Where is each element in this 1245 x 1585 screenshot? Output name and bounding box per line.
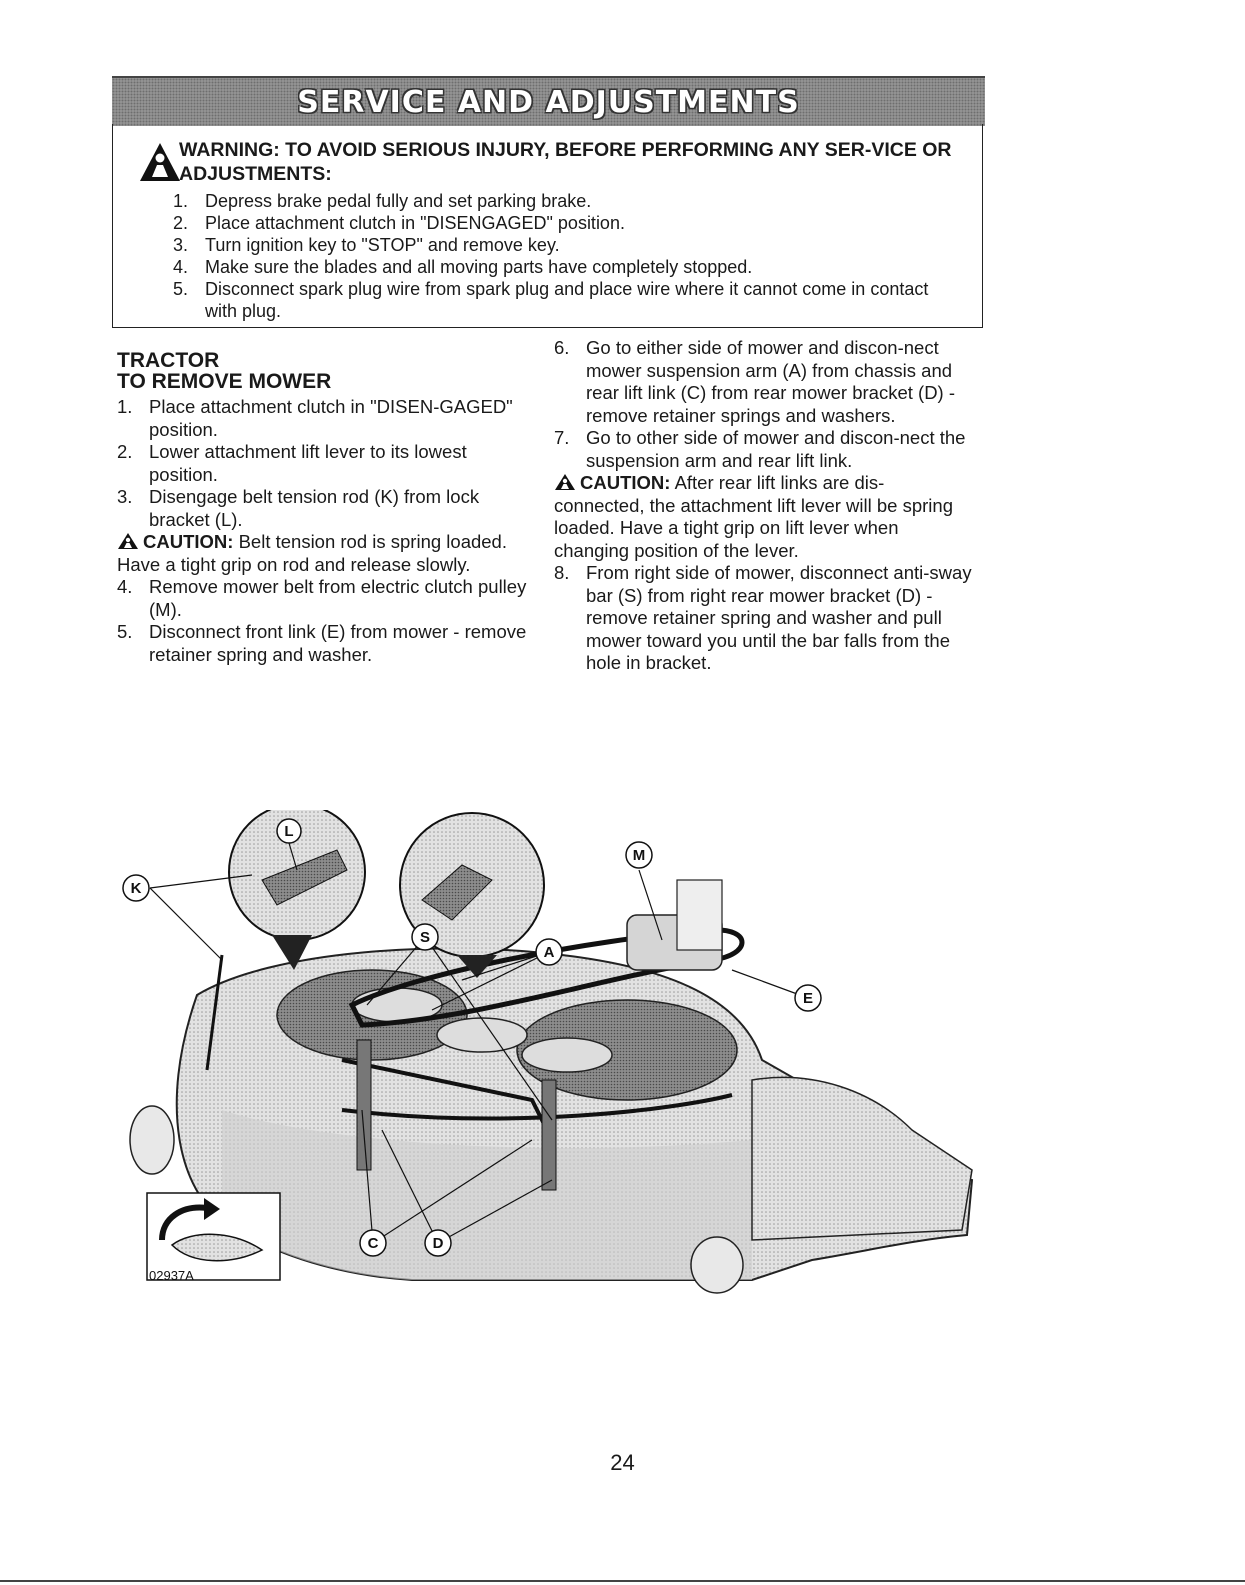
callout-c: C: [359, 1229, 387, 1257]
caution-note: CAUTION: Belt tension rod is spring load…: [117, 531, 507, 575]
clutch-bracket: [676, 879, 723, 951]
svg-text:K: K: [131, 880, 142, 897]
mower-deck-illustration: 02937A K L M A E S: [122, 810, 974, 1294]
instruction-step: 4.Remove mower belt from electric clutch…: [117, 576, 527, 620]
pulley-center: [436, 1017, 528, 1053]
retainer-spring-shape: [170, 1233, 264, 1262]
warning-step: 4.Make sure the blades and all moving pa…: [173, 257, 753, 277]
right-column: 6.Go to either side of mower and discon-…: [554, 337, 974, 675]
svg-text:D: D: [433, 1235, 444, 1252]
wheel-right: [690, 1236, 744, 1294]
callout-a: A: [535, 938, 563, 966]
svg-text:M: M: [633, 847, 646, 864]
left-column: TRACTOR TO REMOVE MOWER 1.Place attachme…: [117, 350, 537, 666]
instruction-step: 3.Disengage belt tension rod (K) from lo…: [117, 486, 480, 530]
wheel-left: [129, 1105, 175, 1175]
instruction-step: 7.Go to other side of mower and discon-n…: [554, 427, 966, 471]
figure-code: 02937A: [149, 1268, 194, 1283]
rear-lift-link-right: [541, 1079, 557, 1191]
warning-triangle-icon: [140, 143, 180, 181]
page-number: 24: [610, 1450, 635, 1475]
rotate-arrow-icon: [159, 1204, 208, 1241]
pulley-right: [521, 1037, 613, 1073]
warning-steps: 1.Depress brake pedal fully and set park…: [173, 190, 963, 322]
callout-k: K: [122, 874, 150, 902]
lock-bracket-shape: [261, 849, 348, 906]
page-bottom-rule: [0, 1580, 1245, 1582]
belt-tension-rod: [205, 954, 224, 1071]
svg-text:L: L: [284, 823, 293, 840]
deck-skirt-shape: [222, 1110, 752, 1280]
suspension-arm-shape: [421, 864, 493, 921]
instruction-step: 6.Go to either side of mower and discon-…: [554, 337, 956, 426]
svg-text:A: A: [544, 944, 555, 961]
callout-s: S: [411, 923, 439, 951]
blade-housing-right: [516, 999, 738, 1101]
warning-step: 3.Turn ignition key to "STOP" and remove…: [173, 235, 560, 255]
callout-l: L: [276, 818, 302, 844]
warning-step: 1.Depress brake pedal fully and set park…: [173, 191, 592, 211]
detail-pointer-left: [272, 935, 312, 970]
instruction-step: 5.Disconnect front link (E) from mower -…: [117, 621, 527, 665]
caution-triangle-icon: [118, 533, 138, 549]
warning-box: WARNING: TO AVOID SERIOUS INJURY, BEFORE…: [112, 124, 983, 328]
callout-d: D: [424, 1229, 452, 1257]
warning-step: 2.Place attachment clutch in "DISENGAGED…: [173, 213, 625, 233]
instruction-step: 1.Place attachment clutch in "DISEN-GAGE…: [117, 396, 513, 440]
caution-note: CAUTION: After rear lift links are dis-c…: [554, 472, 953, 561]
warning-step: 5.Disconnect spark plug wire from spark …: [173, 279, 929, 321]
caution-triangle-icon: [555, 474, 575, 490]
section-banner: SERVICE AND ADJUSTMENTS: [112, 76, 985, 126]
svg-text:E: E: [803, 990, 813, 1007]
section-heading: TRACTOR TO REMOVE MOWER: [117, 349, 332, 393]
callout-m: M: [625, 841, 653, 869]
instruction-step: 8.From right side of mower, disconnect a…: [554, 562, 972, 673]
section-title: SERVICE AND ADJUSTMENTS: [297, 84, 800, 120]
instruction-step: 2.Lower attachment lift lever to its low…: [117, 441, 467, 485]
warning-heading: WARNING: TO AVOID SERIOUS INJURY, BEFORE…: [179, 139, 952, 185]
detail-pointer-right: [457, 955, 497, 978]
svg-text:C: C: [368, 1235, 379, 1252]
discharge-chute: [751, 1076, 973, 1241]
svg-text:S: S: [420, 929, 430, 946]
deck-belt: [341, 1093, 733, 1121]
callout-e: E: [794, 984, 822, 1012]
rear-lift-link-left: [356, 1039, 372, 1171]
